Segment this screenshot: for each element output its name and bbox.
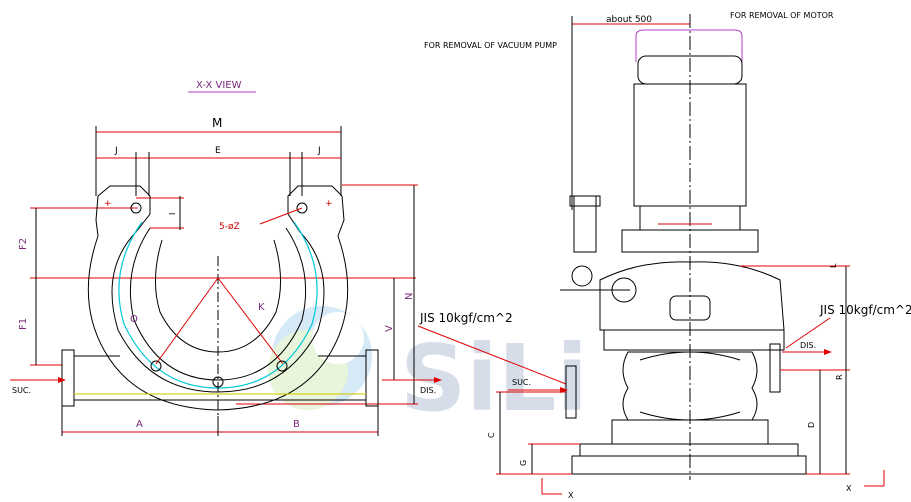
- dis-label-right: DIS.: [800, 341, 816, 350]
- dim-C-label: C: [487, 432, 496, 438]
- radius-line-K: [217, 277, 284, 365]
- pump-removal-label: FOR REMOVAL OF VACUUM PUMP: [424, 41, 557, 50]
- view-title: X-X VIEW: [196, 80, 242, 91]
- suc-label-left: SUC.: [12, 386, 31, 395]
- base-foot: [571, 455, 807, 475]
- mark-plus-right: +: [325, 199, 333, 209]
- dim-B-label: B: [293, 419, 300, 430]
- bolt-hole-bottom-left: [150, 360, 162, 372]
- dim-A-label: A: [136, 419, 143, 430]
- dim-G-label: G: [519, 460, 528, 466]
- radius-line-O: [155, 277, 219, 365]
- dim-M-label: M: [212, 116, 222, 130]
- bolt-hole-top-right: [296, 202, 308, 214]
- suc-arrowhead-left: [58, 377, 66, 383]
- bolt-hole-top-left: [130, 202, 142, 214]
- dim-J-left-label: J: [114, 146, 118, 156]
- dim-O-label: O: [130, 314, 138, 325]
- dim-F2-label: F2: [18, 238, 29, 250]
- dim-I-label: I: [168, 213, 177, 215]
- impeller-hub: [669, 295, 711, 321]
- bolt-hole-bottom-center: [212, 376, 224, 388]
- x-label-left: X: [568, 491, 574, 500]
- right-view: about 500 FOR REMOVAL OF MOTOR FOR REMOV…: [419, 11, 911, 500]
- watermark-logo: SiLi: [268, 306, 588, 432]
- base-inner-rib: [129, 227, 307, 381]
- left-view: X-X VIEW M J E J I F2 F1 N V: [10, 80, 567, 436]
- jis-leader-left: [417, 325, 567, 385]
- base-outline: [87, 185, 349, 411]
- jis-label-right: JIS 10kgf/cm^2: [819, 303, 911, 317]
- dim-L-label: L: [829, 263, 838, 268]
- suc-arrowhead-right: [560, 387, 568, 393]
- dim-V-label: V: [384, 325, 395, 332]
- dis-arrowhead-left: [434, 377, 442, 383]
- discharge-flange: [365, 349, 379, 407]
- base-plate: [579, 443, 799, 457]
- holes-label: 5-øZ: [219, 222, 240, 232]
- dim-J-right-label: J: [317, 146, 321, 156]
- vacuum-pump-gauge: [571, 265, 593, 287]
- jis-leader-right: [785, 317, 831, 349]
- x-label-right: X: [846, 484, 852, 493]
- dim-N-label: N: [404, 293, 415, 300]
- vacuum-pump-cap: [569, 195, 601, 207]
- pump-mid-band: [603, 329, 785, 351]
- discharge-flange-right: [769, 343, 781, 393]
- dim-R-label: R: [835, 374, 844, 380]
- holes-leader: [259, 207, 303, 225]
- dim-E-label: E: [215, 146, 221, 156]
- vacuum-pump-body: [573, 195, 597, 253]
- motor-clearance-bracket: [635, 29, 743, 62]
- mark-plus-left: +: [104, 199, 112, 209]
- about-500-label: about 500: [606, 15, 652, 25]
- bolt-hole-bottom-right: [276, 360, 288, 372]
- dim-D-label: D: [807, 422, 816, 428]
- dis-arrowhead-right: [824, 349, 832, 355]
- pump-upper-casing: [599, 261, 785, 331]
- watermark-text: SiLi: [400, 325, 588, 432]
- suction-flange: [61, 349, 75, 407]
- motor-removal-label: FOR REMOVAL OF MOTOR: [730, 11, 834, 20]
- dim-F1-label: F1: [18, 318, 29, 330]
- dim-K-label: K: [258, 302, 265, 313]
- jis-label-left: JIS 10kgf/cm^2: [419, 311, 513, 325]
- suc-label-right: SUC.: [512, 378, 531, 387]
- dis-label-left: DIS.: [420, 386, 436, 395]
